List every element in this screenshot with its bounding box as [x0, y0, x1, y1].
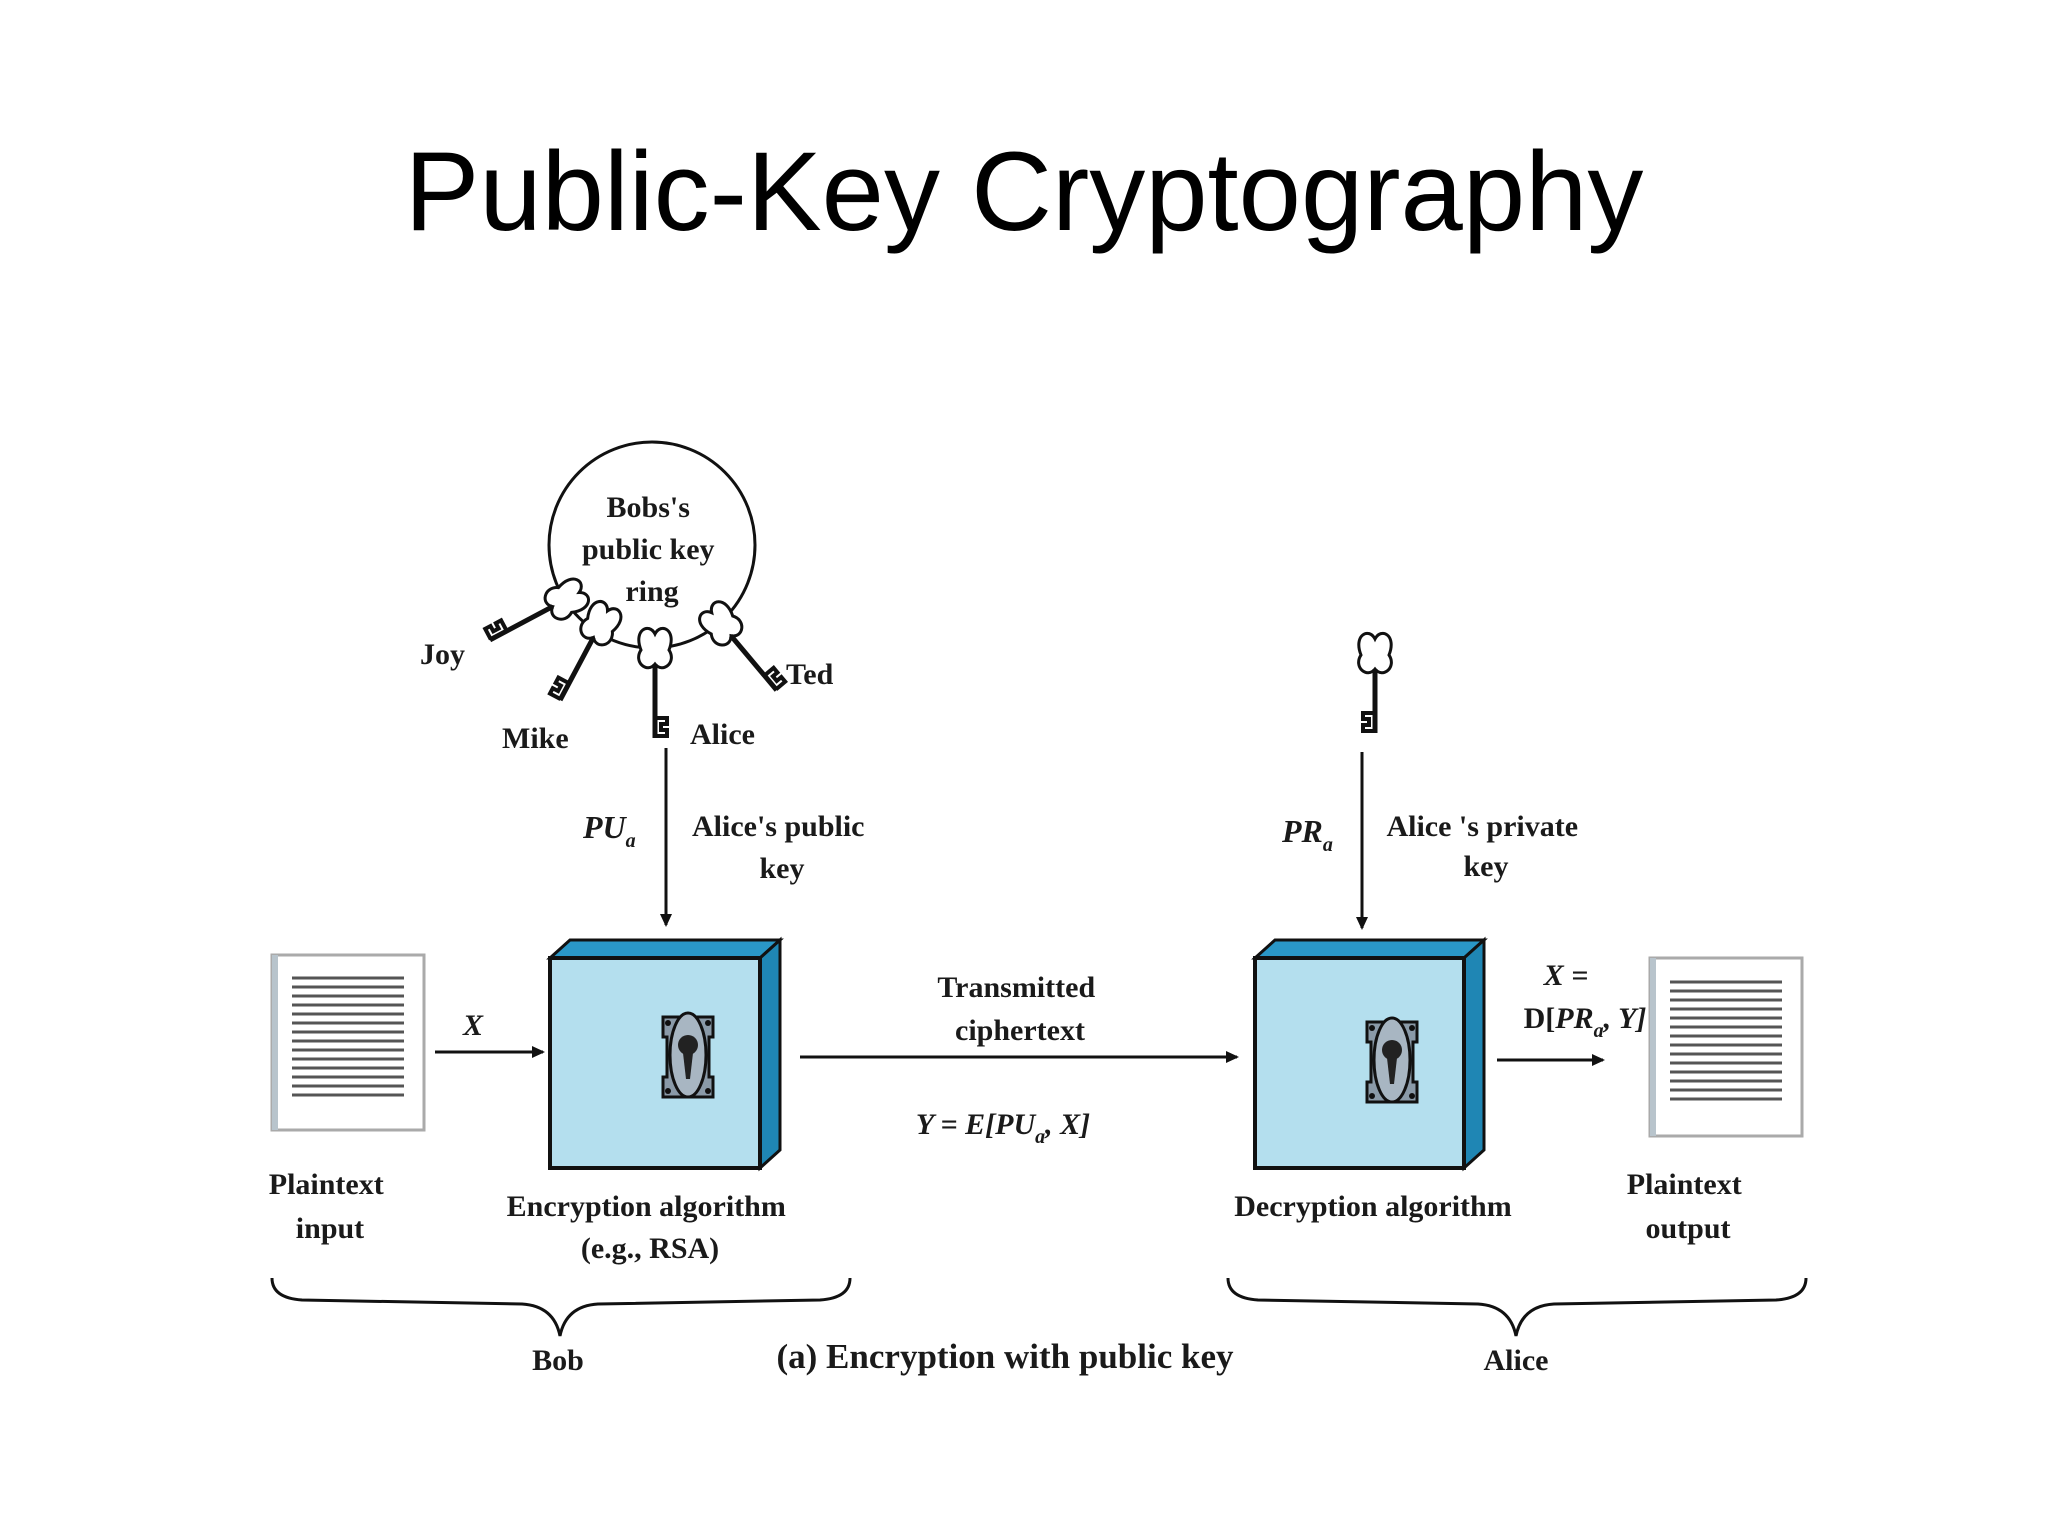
joy-key-icon — [482, 577, 590, 643]
encryption-algorithm-box — [546, 936, 784, 1172]
key-label-alice: Alice — [690, 718, 755, 751]
public-key-label: Alice's public key — [692, 810, 872, 885]
ted-key-icon — [698, 600, 789, 692]
alice-key-icon — [637, 627, 673, 738]
decryption-algorithm-box — [1251, 936, 1488, 1172]
key-label-joy: Joy — [420, 638, 465, 671]
plaintext-output-document-icon — [1648, 956, 1804, 1138]
transmitted-ciphertext-label: Transmitted ciphertext — [937, 971, 1102, 1047]
encryption-label: Encryption algorithm (e.g., RSA) — [507, 1190, 794, 1265]
encryption-box-face — [548, 956, 762, 1170]
ciphertext-formula: Y = E[PUa, X] — [916, 1108, 1090, 1148]
key-label-mike: Mike — [502, 722, 569, 755]
private-key-icon — [1357, 632, 1393, 733]
encryption-box-top — [546, 938, 784, 960]
lock-icon — [1365, 1016, 1419, 1104]
input-variable: X — [462, 1009, 484, 1042]
alice-brace — [1226, 1277, 1808, 1337]
plaintext-input-document-icon — [270, 953, 426, 1132]
plaintext-output-label: Plaintext output — [1627, 1168, 1749, 1245]
output-formula-line1: X = — [1543, 959, 1589, 992]
public-key-symbol: PUa — [582, 809, 636, 852]
public-key-ring: Bobs's public key ring Joy Mi — [420, 440, 834, 755]
slide-title: Public-Key Cryptography — [404, 129, 1644, 254]
decryption-label: Decryption algorithm — [1234, 1190, 1511, 1223]
mike-key-icon — [547, 600, 623, 702]
diagram-caption: (a) Encryption with public key — [777, 1337, 1234, 1376]
encryption-box-side — [758, 936, 782, 1172]
decryption-box-face — [1253, 956, 1466, 1170]
bob-brace — [270, 1277, 852, 1337]
decryption-box-top — [1251, 938, 1488, 960]
key-label-ted: Ted — [786, 658, 834, 691]
private-key-symbol: PRa — [1281, 813, 1333, 856]
private-key-label: Alice 's private key — [1386, 810, 1585, 883]
group-label-alice: Alice — [1484, 1344, 1549, 1377]
decryption-box-side — [1462, 936, 1486, 1172]
lock-icon — [661, 1011, 715, 1099]
key-ring-label: Bobs's public key ring — [582, 491, 722, 608]
output-formula-line2: D[PRa, Y] — [1524, 1002, 1647, 1042]
group-label-bob: Bob — [532, 1344, 584, 1377]
plaintext-input-label: Plaintext input — [269, 1168, 391, 1245]
